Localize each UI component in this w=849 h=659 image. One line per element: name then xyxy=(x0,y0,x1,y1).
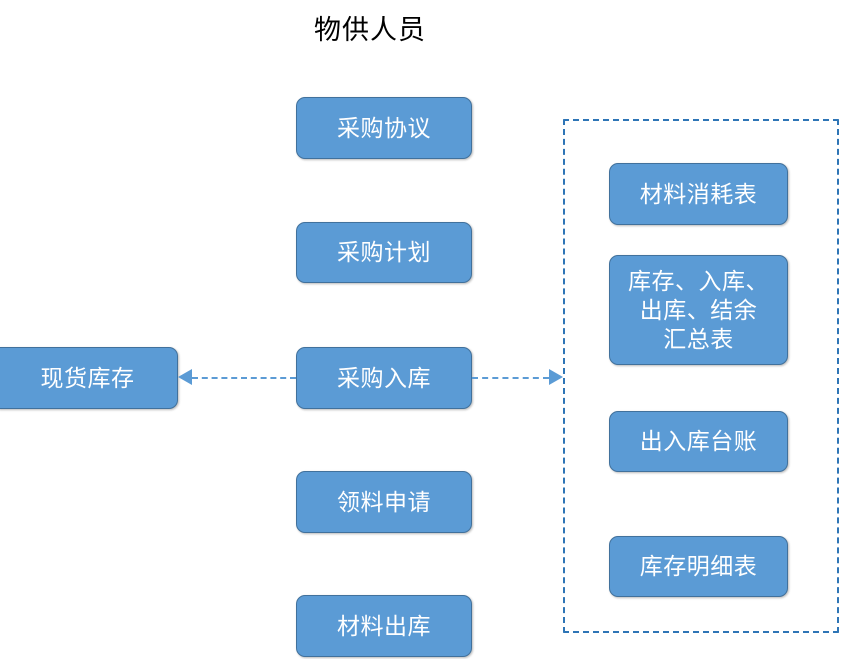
node-inbound-outbound-ledger[interactable]: 出入库台账 xyxy=(609,411,788,472)
connector-purchase-to-stock-line xyxy=(192,377,296,379)
node-purchase-inbound[interactable]: 采购入库 xyxy=(296,347,472,409)
node-material-consumption-report[interactable]: 材料消耗表 xyxy=(609,163,788,225)
node-material-requisition[interactable]: 领料申请 xyxy=(296,471,472,533)
node-material-outbound[interactable]: 材料出库 xyxy=(296,595,472,657)
node-inventory-summary-report[interactable]: 库存、入库、 出库、结余 汇总表 xyxy=(609,255,788,365)
node-spot-inventory[interactable]: 现货库存 xyxy=(0,347,178,409)
node-inventory-detail-report[interactable]: 库存明细表 xyxy=(609,536,788,597)
node-purchase-agreement[interactable]: 采购协议 xyxy=(296,97,472,159)
page-title: 物供人员 xyxy=(314,15,426,45)
connector-purchase-to-reports-line xyxy=(472,377,549,379)
connector-purchase-to-stock-arrowhead-icon xyxy=(178,369,192,385)
connector-purchase-to-reports-arrowhead-icon xyxy=(549,369,563,385)
report-group-container xyxy=(563,119,839,633)
node-purchase-plan[interactable]: 采购计划 xyxy=(296,222,472,283)
